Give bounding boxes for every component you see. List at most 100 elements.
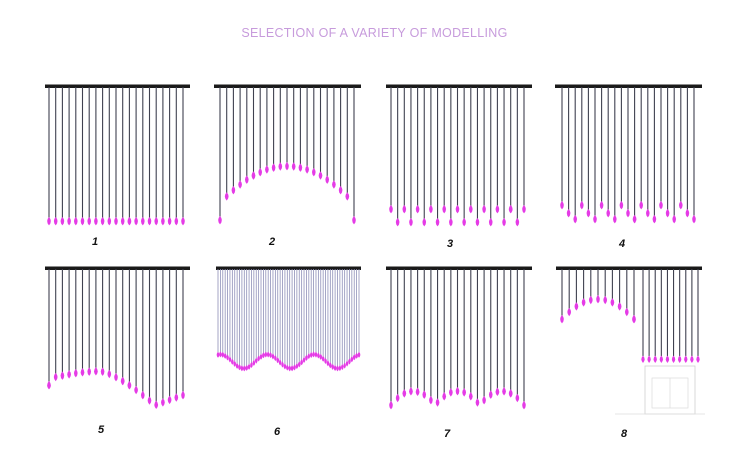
crystal-bead — [264, 351, 268, 358]
crystal-bead — [685, 208, 690, 218]
design-number-1: 1 — [91, 236, 99, 248]
design-number-3: 3 — [446, 238, 454, 250]
crystal-bead — [226, 354, 229, 361]
crystal-bead — [596, 294, 600, 304]
crystal-bead — [305, 165, 309, 174]
crystal-bead — [100, 367, 105, 376]
crystal-bead — [134, 216, 138, 226]
curtain-rail — [216, 266, 361, 270]
crystal-bead — [311, 167, 316, 177]
crystal-bead — [271, 353, 275, 360]
crystal-bead — [502, 387, 506, 396]
crystal-bead — [60, 371, 65, 380]
crystal-bead — [298, 163, 303, 172]
crystal-bead — [221, 351, 225, 358]
crystal-bead — [475, 217, 480, 227]
crystal-bead — [87, 216, 92, 226]
crystal-bead — [639, 200, 644, 210]
curtain-design-8 — [556, 266, 705, 415]
crystal-bead — [80, 367, 85, 377]
crystal-bead — [120, 376, 125, 386]
crystal-bead — [295, 363, 299, 370]
crystal-bead — [140, 390, 145, 400]
crystal-bead — [233, 360, 237, 367]
crystal-bead — [475, 398, 480, 407]
curtain-rail — [555, 84, 702, 88]
crystal-bead — [318, 171, 323, 180]
crystal-bead — [332, 180, 336, 189]
crystal-bead — [345, 192, 350, 201]
curtain-design-6 — [216, 266, 361, 372]
crystal-bead — [87, 367, 92, 376]
crystal-bead — [684, 355, 688, 363]
crystal-bead — [73, 368, 78, 378]
crystal-bead — [617, 302, 622, 311]
crystal-bead — [508, 389, 513, 398]
crystal-bead — [402, 204, 407, 214]
crystal-bead — [312, 351, 315, 358]
crystal-bead — [254, 357, 258, 364]
crystal-bead — [338, 185, 343, 195]
crystal-bead — [127, 381, 132, 390]
crystal-bead — [647, 355, 651, 363]
crystal-bead — [231, 185, 236, 195]
crystal-bead — [567, 307, 572, 317]
crystal-bead — [114, 216, 118, 226]
crystal-bead — [161, 216, 165, 226]
crystal-bead — [606, 208, 611, 218]
crystal-bead — [218, 215, 222, 225]
curtain-design-1 — [45, 84, 190, 226]
crystal-bead — [395, 393, 400, 403]
crystal-bead — [573, 214, 578, 224]
crystal-bead — [223, 352, 227, 359]
curtain-rail — [214, 84, 361, 88]
crystal-bead — [678, 200, 683, 210]
curtain-rail — [386, 84, 532, 88]
crystal-bead — [251, 171, 256, 180]
curtain-rail — [386, 266, 532, 270]
crystal-bead — [107, 369, 112, 379]
crystal-bead — [262, 352, 265, 359]
crystal-bead — [127, 216, 132, 226]
crystal-bead — [181, 390, 185, 400]
page-title: SELECTION OF A VARIETY OF MODELLING — [241, 26, 508, 40]
crystal-bead — [343, 362, 346, 369]
crystal-bead — [228, 356, 232, 363]
crystal-bead — [307, 353, 311, 360]
design-number-2: 2 — [268, 236, 276, 248]
crystal-bead — [60, 216, 65, 226]
crystal-bead — [257, 355, 260, 362]
crystal-bead — [422, 217, 427, 227]
crystal-bead — [285, 161, 289, 171]
crystal-bead — [297, 361, 301, 368]
crystal-bead — [624, 307, 629, 317]
crystal-bead — [566, 208, 571, 218]
crystal-bead — [352, 215, 356, 225]
crystal-bead — [174, 393, 179, 402]
crystal-bead — [632, 314, 636, 324]
crystal-bead — [100, 216, 105, 226]
crystal-bead — [350, 356, 354, 363]
crystal-bead — [665, 355, 670, 363]
crystal-bead — [560, 314, 564, 324]
crystal-bead — [415, 387, 420, 396]
crystal-bead — [53, 372, 58, 382]
crystal-bead — [147, 216, 152, 226]
design-number-8: 8 — [620, 428, 628, 440]
crystal-bead — [300, 359, 303, 366]
crystal-bead — [67, 216, 71, 226]
crystal-bead — [252, 359, 256, 366]
crystal-bead — [290, 365, 294, 372]
crystal-bead — [314, 351, 318, 358]
crystal-bead — [242, 365, 246, 372]
crystal-bead — [455, 204, 460, 214]
crystal-bead — [47, 216, 51, 226]
crystal-bead — [653, 355, 657, 363]
crystal-bead — [641, 355, 645, 363]
crystal-bead — [345, 360, 349, 367]
crystal-bead — [612, 214, 617, 224]
crystal-bead — [593, 214, 597, 224]
crystal-bead — [317, 352, 320, 359]
crystal-bead — [389, 204, 393, 214]
curtain-design-2 — [214, 84, 361, 225]
